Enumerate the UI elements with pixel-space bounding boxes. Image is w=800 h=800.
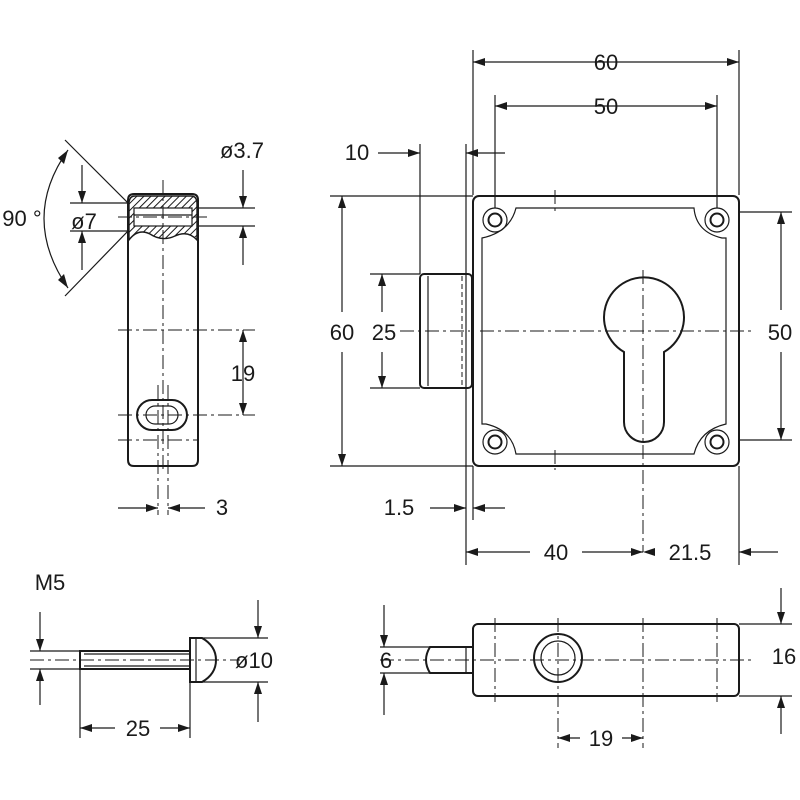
dim-3: 3 — [216, 495, 228, 520]
dim-19-bottom: 19 — [589, 726, 613, 751]
dim-40: 40 — [544, 540, 568, 565]
screw-hole-bottom-left — [482, 429, 508, 455]
dim-50-right: 50 — [768, 320, 792, 345]
dim-60-top: 60 — [594, 50, 618, 75]
dim-dia-3-7: ø3.7 — [220, 138, 264, 163]
screw-hole-bottom-right — [704, 429, 730, 455]
dim-1-5: 1.5 — [384, 495, 415, 520]
dim-dia-7: ø7 — [71, 209, 97, 234]
dim-21-5: 21.5 — [669, 540, 712, 565]
side-view — [43, 139, 255, 515]
front-view — [330, 50, 792, 565]
keyhole-cutout — [603, 276, 685, 443]
dim-10: 10 — [345, 140, 369, 165]
dim-m5: M5 — [35, 570, 66, 595]
screw-hole-top-left — [482, 207, 508, 233]
dim-25-left: 25 — [372, 320, 396, 345]
dim-25-bolt: 25 — [126, 716, 150, 741]
dim-dia-10: ø10 — [235, 648, 273, 673]
dimension-labels: 60 50 10 ø3.7 ø7 90 ° 60 25 50 19 3 1.5 … — [2, 50, 796, 751]
dim-16: 16 — [772, 644, 796, 669]
front-view-inner-outline — [481, 207, 727, 455]
dim-19-side: 19 — [231, 361, 255, 386]
dim-6: 6 — [380, 648, 392, 673]
side-view-body — [127, 193, 199, 467]
dim-90-degree: 90 ° — [2, 206, 41, 231]
screw-hole-top-right — [704, 207, 730, 233]
dim-50-top: 50 — [594, 94, 618, 119]
bolt-view — [30, 600, 268, 738]
dim-60-left: 60 — [330, 320, 354, 345]
bottom-view — [380, 588, 792, 748]
